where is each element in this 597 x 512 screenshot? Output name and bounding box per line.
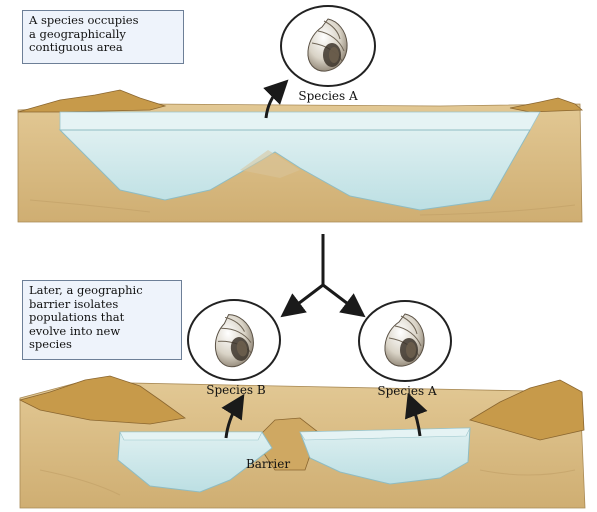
bottom-caption-line-3: populations that [29, 311, 175, 325]
species-a-top-label: Species A [298, 89, 358, 103]
top-caption-box: A species occupies a geographically cont… [22, 10, 184, 64]
top-caption-line-2: a geographically [29, 28, 177, 42]
bottom-caption-line-1: Later, a geographic [29, 284, 175, 298]
barrier-label: Barrier [246, 457, 290, 471]
bottom-caption-box: Later, a geographic barrier isolates pop… [22, 280, 182, 360]
bottom-caption-line-5: species [29, 338, 175, 352]
top-caption-line-3: contiguous area [29, 41, 177, 55]
bottom-caption-line-4: evolve into new [29, 325, 175, 339]
lake-surface [60, 112, 540, 130]
top-landscape [18, 90, 582, 222]
bottom-landscape [20, 376, 585, 508]
bottom-caption-line-2: barrier isolates [29, 298, 175, 312]
species-a-top: Species A [266, 6, 375, 118]
top-caption-line-1: A species occupies [29, 14, 177, 28]
species-b-label: Species B [206, 383, 266, 397]
species-a-bottom-label: Species A [377, 384, 437, 398]
split-arrow-icon [290, 234, 356, 310]
left-ridge [18, 90, 165, 112]
